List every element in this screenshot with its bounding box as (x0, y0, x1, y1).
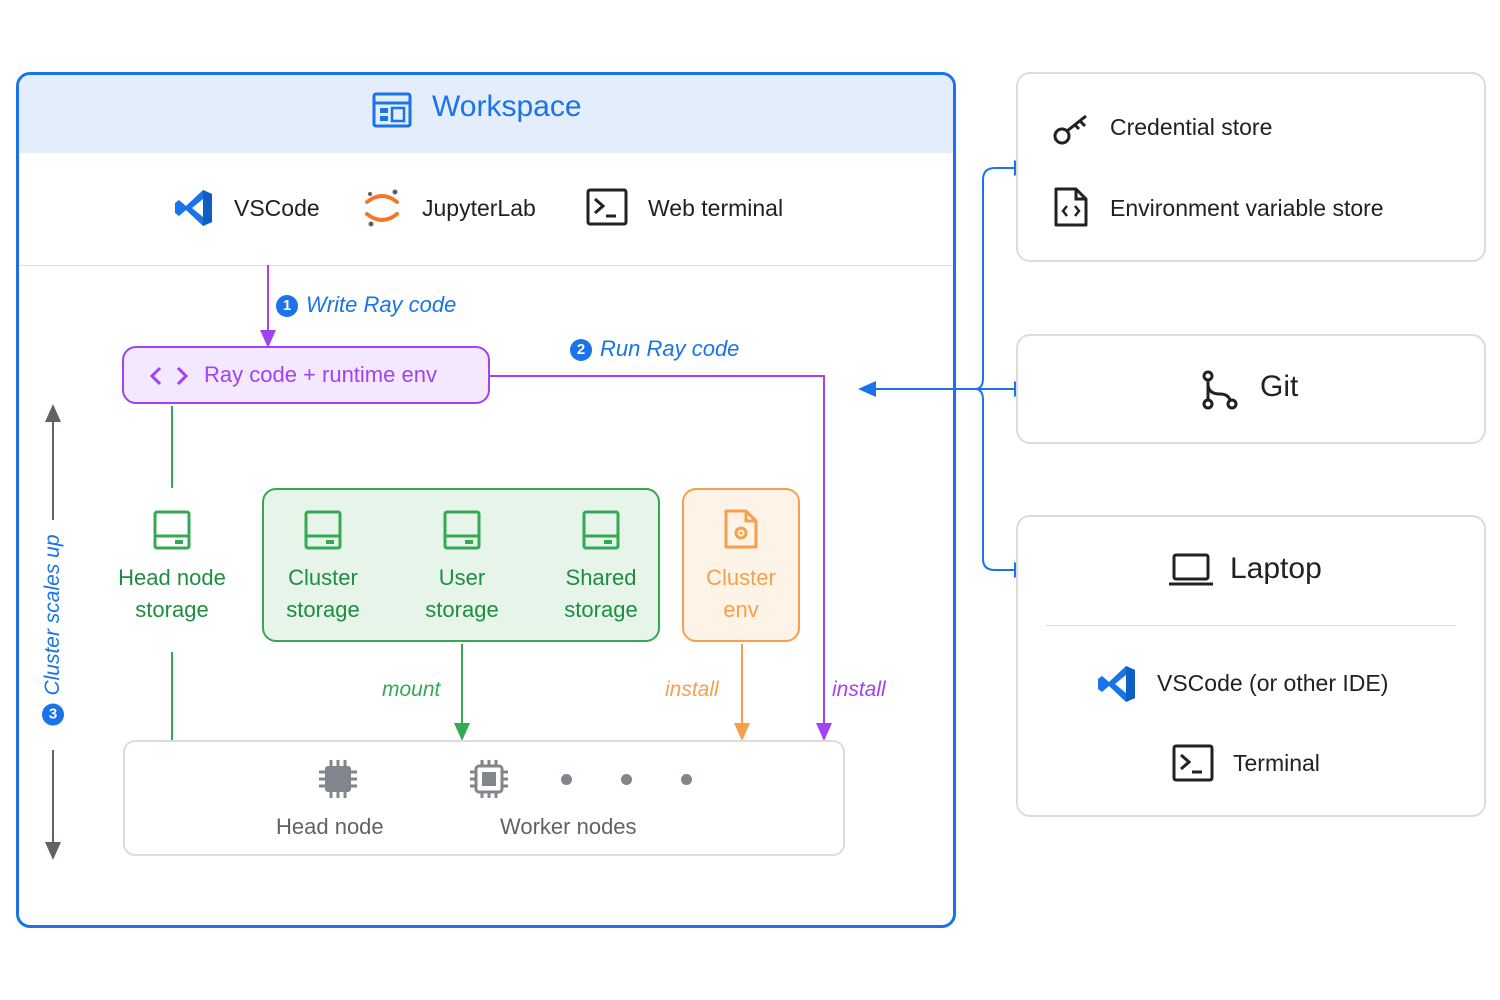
code-brackets-icon (149, 366, 189, 386)
cluster-env-line2: env (723, 597, 759, 622)
git-panel (1016, 334, 1486, 444)
head-node-label: Head node (276, 814, 384, 839)
cluster-env-label: Cluster env (682, 562, 800, 626)
laptop-terminal-label: Terminal (1233, 750, 1320, 776)
step-write-ray-code: 1 Write Ray code (276, 292, 456, 318)
laptop-icon (1169, 553, 1213, 586)
cluster-nodes-box (123, 740, 845, 856)
ray-code-box: Ray code + runtime env (122, 346, 490, 404)
shared-storage-line1: Shared (565, 565, 637, 590)
storage-group (262, 488, 660, 642)
jupyter-icon (365, 189, 399, 227)
user-storage-icon (443, 510, 481, 550)
user-storage-line2: storage (425, 597, 499, 622)
user-storage-label: User storage (397, 562, 527, 626)
head-node-storage-label: Head node storage (102, 562, 242, 626)
cluster-env-file-icon (724, 509, 758, 549)
cluster-env-box (682, 488, 800, 642)
cluster-storage-icon (304, 510, 342, 550)
step-1-badge: 1 (276, 295, 298, 317)
step-1-label: Write Ray code (306, 292, 457, 317)
env-var-store-label: Environment variable store (1110, 195, 1384, 221)
terminal-icon (1172, 744, 1214, 782)
workspace-divider (19, 265, 953, 266)
worker-node-dot (561, 774, 572, 785)
install-env-edge-label: install (665, 678, 719, 701)
workspace-title: Workspace (432, 90, 582, 123)
laptop-divider (1046, 625, 1456, 626)
cluster-storage-line1: Cluster (288, 565, 358, 590)
workspace-icon (372, 92, 412, 128)
mount-edge-label: mount (382, 678, 441, 701)
head-node-storage-line1: Head node (118, 565, 226, 590)
vscode-icon (1098, 666, 1135, 702)
step-run-ray-code: 2 Run Ray code (570, 336, 739, 362)
step-2-label: Run Ray code (600, 336, 740, 361)
head-node-storage-line2: storage (135, 597, 209, 622)
shared-storage-label: Shared storage (536, 562, 666, 626)
code-file-icon (1054, 187, 1088, 227)
credentials-panel (1016, 72, 1486, 262)
key-icon (1053, 114, 1087, 145)
git-branch-icon (1202, 370, 1238, 410)
worker-node-dot (681, 774, 692, 785)
head-node-storage-icon (153, 510, 191, 550)
shared-storage-icon (582, 510, 620, 550)
step-2-badge: 2 (570, 339, 592, 361)
cluster-storage-line2: storage (286, 597, 360, 622)
laptop-panel (1016, 515, 1486, 817)
laptop-title: Laptop (1230, 552, 1322, 585)
git-label: Git (1260, 370, 1299, 403)
step-3-badge: 3 (42, 703, 64, 726)
shared-storage-line2: storage (564, 597, 638, 622)
credential-store-label: Credential store (1110, 114, 1273, 140)
terminal-icon (586, 188, 628, 226)
cluster-scales-up-label: 3 Cluster scales up (41, 534, 65, 726)
jupyterlab-label[interactable]: JupyterLab (422, 195, 536, 221)
web-terminal-label[interactable]: Web terminal (648, 195, 784, 221)
workspace-header (19, 75, 953, 153)
vscode-label[interactable]: VSCode (234, 195, 320, 221)
user-storage-line1: User (438, 565, 486, 590)
cluster-env-line1: Cluster (706, 565, 776, 590)
install-code-edge-label: install (832, 678, 886, 701)
head-node-chip-icon (319, 760, 357, 798)
ray-code-label: Ray code + runtime env (204, 362, 437, 387)
laptop-ide-label: VSCode (or other IDE) (1157, 670, 1389, 696)
cluster-storage-label: Cluster storage (258, 562, 388, 626)
worker-nodes-label: Worker nodes (500, 814, 637, 839)
worker-node-dot (621, 774, 632, 785)
worker-node-chip-icon (470, 760, 508, 798)
step-3-text: Cluster scales up (41, 534, 64, 696)
vscode-icon (175, 190, 212, 226)
